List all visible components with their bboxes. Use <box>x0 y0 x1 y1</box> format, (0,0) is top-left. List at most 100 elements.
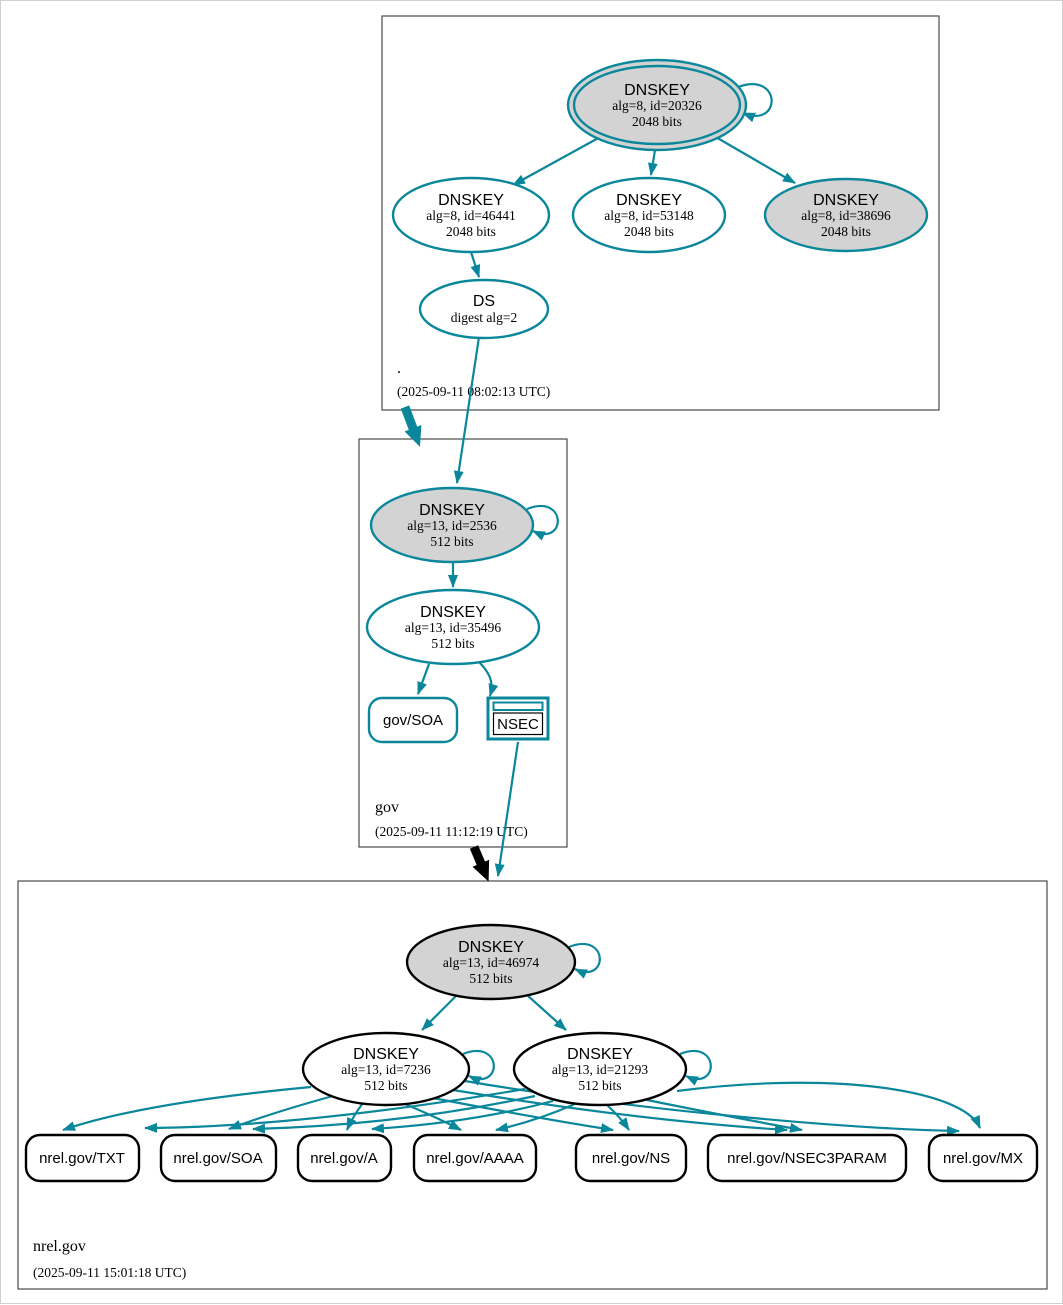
rrset-label: nrel.gov/AAAA <box>426 1150 524 1167</box>
edge-zsk21293-to-txt <box>144 1087 526 1133</box>
rrset-node-nrel-aaaa[interactable]: nrel.gov/AAAA <box>412 1133 538 1183</box>
dnskey-node-2536-ksk[interactable]: DNSKEY alg=13, id=2536 512 bits <box>369 486 535 564</box>
zone-timestamp-nrel-gov: (2025-09-11 15:01:18 UTC) <box>33 1265 186 1280</box>
node-bits: 2048 bits <box>624 224 674 239</box>
node-title: DNSKEY <box>353 1046 419 1063</box>
rrset-node-nrel-a[interactable]: nrel.gov/A <box>296 1133 393 1183</box>
key-ellipse <box>512 1031 688 1107</box>
rrset-label: gov/SOA <box>383 712 443 729</box>
node-title: DNSKEY <box>420 604 486 621</box>
rrset-box <box>706 1133 908 1183</box>
dnskey-node-53148[interactable]: DNSKEY alg=8, id=53148 2048 bits <box>571 176 727 254</box>
zone-box-nrel-gov: nrel.gov (2025-09-11 15:01:18 UTC) <box>17 880 1048 1290</box>
zone-timestamp-gov: (2025-09-11 11:12:19 UTC) <box>375 824 528 839</box>
ksk-outer-ring <box>566 58 748 152</box>
node-detail: alg=8, id=46441 <box>426 208 515 223</box>
rrset-box <box>24 1133 141 1183</box>
node-title: DNSKEY <box>458 939 524 956</box>
node-bits: 512 bits <box>578 1078 621 1093</box>
rrset-box <box>296 1133 393 1183</box>
rrset-node-gov-soa[interactable]: gov/SOA <box>367 696 459 744</box>
node-title: DNSKEY <box>813 192 879 209</box>
rrset-box <box>574 1133 688 1183</box>
rrset-label: nrel.gov/MX <box>943 1150 1023 1167</box>
edge-selfloop-zsk21293 <box>679 1050 712 1086</box>
zone-box-root: . (2025-09-11 08:02:13 UTC) <box>381 15 940 411</box>
edge-ksk46974-to-zsk7236 <box>421 994 458 1031</box>
node-detail: alg=8, id=38696 <box>801 208 891 223</box>
rrset-node-nrel-mx[interactable]: nrel.gov/MX <box>927 1133 1039 1183</box>
nsec-label: NSEC <box>497 716 539 733</box>
rrset-label: nrel.gov/SOA <box>173 1150 262 1167</box>
edge-ksk20326-to-key46441 <box>512 135 603 186</box>
edge-selfloop-zsk7236 <box>462 1050 495 1086</box>
zone-timestamp-root: (2025-09-11 08:02:13 UTC) <box>397 384 550 399</box>
node-title: DNSKEY <box>567 1046 633 1063</box>
zone-border-nrel-gov <box>17 880 1048 1290</box>
key-ellipse <box>405 923 577 1001</box>
edge-selfloop-ksk46974 <box>568 943 601 979</box>
dnskey-node-46441[interactable]: DNSKEY alg=8, id=46441 2048 bits <box>391 176 551 254</box>
node-title: DNSKEY <box>624 82 690 99</box>
node-bits: 2048 bits <box>446 224 496 239</box>
delegation-arrow-root-to-gov <box>400 405 422 447</box>
key-ellipse <box>301 1031 471 1107</box>
edge-ds-to-gov-ksk <box>453 336 481 484</box>
node-detail: alg=8, id=20326 <box>612 98 702 113</box>
node-detail: alg=13, id=7236 <box>341 1062 431 1077</box>
edge-zsk7236-to-nsec3param <box>452 1088 788 1135</box>
ds-ellipse <box>418 278 550 340</box>
zone-name-gov: gov <box>375 799 399 816</box>
key-ellipse <box>763 177 929 253</box>
edge-nsec-to-nrel-gov <box>494 741 520 877</box>
edge-ksk20326-to-key53148 <box>647 149 658 176</box>
nsec-top-strip <box>492 701 544 711</box>
rrset-box <box>927 1133 1039 1183</box>
node-detail: digest alg=2 <box>451 310 517 325</box>
dnskey-node-20326-ksk[interactable]: DNSKEY alg=8, id=20326 2048 bits <box>566 58 748 152</box>
node-detail: alg=13, id=35496 <box>405 620 501 635</box>
edge-zsk7236-to-a <box>345 1102 364 1131</box>
nsec-label-box <box>492 712 544 736</box>
edge-zsk21293-to-ns <box>606 1104 630 1131</box>
dnskey-node-46974-ksk[interactable]: DNSKEY alg=13, id=46974 512 bits <box>405 923 577 1001</box>
rrset-box <box>412 1133 538 1183</box>
rrset-label: nrel.gov/A <box>310 1150 378 1167</box>
zone-name-root: . <box>397 360 401 377</box>
rrset-label: nrel.gov/NSEC3PARAM <box>727 1150 887 1167</box>
node-detail: alg=8, id=53148 <box>604 208 694 223</box>
zone-name-nrel-gov: nrel.gov <box>33 1238 86 1255</box>
edge-zsk21293-to-a <box>371 1099 554 1134</box>
edge-zsk21293-to-soa <box>252 1094 536 1134</box>
zone-border-root <box>381 15 940 411</box>
dnskey-node-38696[interactable]: DNSKEY alg=8, id=38696 2048 bits <box>763 177 929 253</box>
node-bits: 512 bits <box>431 636 474 651</box>
edge-zsk21293-to-aaaa <box>495 1102 576 1133</box>
delegation-arrow-gov-to-nrel-gov <box>469 845 490 882</box>
node-detail: alg=13, id=46974 <box>443 955 539 970</box>
rrset-box <box>159 1133 278 1183</box>
nsec-node[interactable]: NSEC <box>486 696 550 741</box>
node-bits: 2048 bits <box>632 114 682 129</box>
edge-ksk46974-to-zsk21293 <box>526 994 567 1031</box>
dnskey-node-35496[interactable]: DNSKEY alg=13, id=35496 512 bits <box>365 588 541 666</box>
node-bits: 512 bits <box>364 1078 407 1093</box>
rrset-node-nrel-soa[interactable]: nrel.gov/SOA <box>159 1133 278 1183</box>
key-ellipse <box>391 176 551 254</box>
node-bits: 2048 bits <box>821 224 871 239</box>
rrset-label: nrel.gov/TXT <box>39 1150 125 1167</box>
rrset-node-nrel-txt[interactable]: nrel.gov/TXT <box>24 1133 141 1183</box>
edge-zsk7236-to-ns <box>432 1096 614 1134</box>
rrset-node-nrel-ns[interactable]: nrel.gov/NS <box>574 1133 688 1183</box>
rrset-node-nrel-nsec3param[interactable]: nrel.gov/NSEC3PARAM <box>706 1133 908 1183</box>
rrset-label: nrel.gov/NS <box>592 1150 670 1167</box>
node-title: DNSKEY <box>438 192 504 209</box>
edge-zsk35496-to-gov-soa <box>416 663 431 695</box>
node-title: DNSKEY <box>419 502 485 519</box>
dnskey-node-7236[interactable]: DNSKEY alg=13, id=7236 512 bits <box>301 1031 471 1107</box>
ds-node[interactable]: DS digest alg=2 <box>418 278 550 340</box>
node-bits: 512 bits <box>430 534 473 549</box>
dnskey-node-21293[interactable]: DNSKEY alg=13, id=21293 512 bits <box>512 1031 688 1107</box>
edge-zsk35496-to-nsec <box>478 661 499 697</box>
